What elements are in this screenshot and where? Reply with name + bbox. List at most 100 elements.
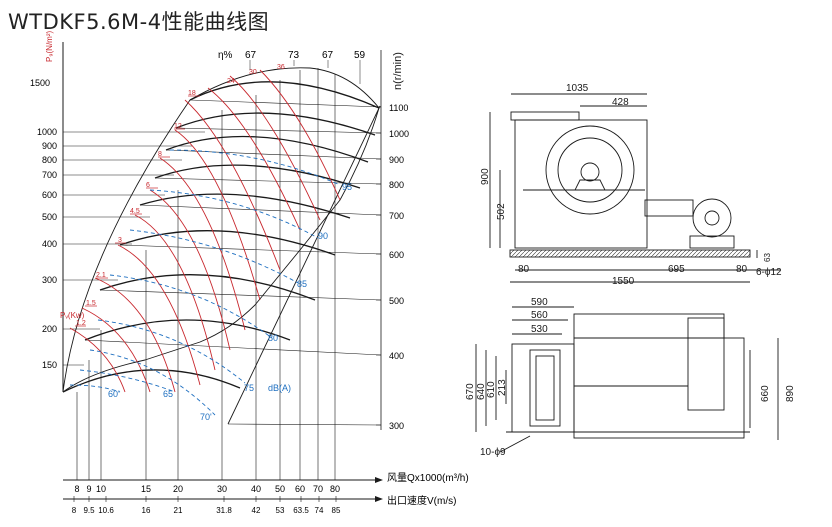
power-label: 12 <box>174 123 182 130</box>
outlet-flange <box>510 111 580 121</box>
dimension-value: 428 <box>612 97 629 108</box>
plan-view-drawing <box>475 306 779 453</box>
pressure-tick: 300 <box>42 275 57 285</box>
impeller-volute <box>545 125 635 215</box>
flow-tick: 10 <box>96 484 106 494</box>
power-curves <box>69 69 341 393</box>
efficiency-value: 73 <box>288 50 300 61</box>
speed-tick: 400 <box>389 351 404 361</box>
speed-tick: 300 <box>389 421 404 431</box>
efficiency-value: 59 <box>354 50 366 61</box>
fan-housing <box>514 119 648 249</box>
speed-tick-marks <box>376 106 381 426</box>
dimension-value: 610 <box>486 381 497 398</box>
performance-chart: P₉(N/m²) n(r/min) 1500 1000 900 800 700 … <box>30 31 469 516</box>
power-label: 6 <box>146 182 150 189</box>
elevation-dimensions: 1035 428 900 502 80 695 80 63 1550 6-ϕ12 <box>480 83 782 287</box>
flow-tick: 9 <box>86 484 91 494</box>
speed-axis-label: n(r/min) <box>392 52 404 90</box>
dimension-value: 530 <box>531 324 548 335</box>
noise-label: 70' <box>200 412 212 422</box>
motor-base <box>689 235 735 249</box>
pressure-tick: 150 <box>42 360 57 370</box>
base-frame <box>509 249 751 258</box>
power-label: 2.1 <box>96 272 106 279</box>
impeller-ring <box>557 137 623 203</box>
velocity-tick: 16 <box>142 506 151 515</box>
noise-label: 85 <box>297 279 307 289</box>
velocity-tick-marks <box>73 496 337 502</box>
pressure-gridlines <box>63 131 205 366</box>
power-label: 4.5 <box>130 208 140 215</box>
pressure-tick: 600 <box>42 190 57 200</box>
speed-tick: 1100 <box>389 103 408 113</box>
pressure-tick: 400 <box>42 239 57 249</box>
flow-tick: 70 <box>313 484 323 494</box>
pressure-tick: 500 <box>42 212 57 222</box>
dimension-value: 890 <box>785 385 796 402</box>
dimension-value: 695 <box>668 264 685 275</box>
dimension-value: 900 <box>480 168 491 185</box>
belt-guard <box>644 199 694 217</box>
power-label: 24 <box>227 78 235 85</box>
speed-rays <box>84 99 382 426</box>
flow-tick: 15 <box>141 484 151 494</box>
dimension-value: 10-ϕ9 <box>480 447 506 458</box>
side-elevation-drawing <box>489 93 780 283</box>
velocity-tick: 42 <box>252 506 261 515</box>
power-label: 3 <box>118 237 122 244</box>
efficiency-leaders <box>249 60 361 84</box>
noise-label: 65 <box>163 389 173 399</box>
dimension-value: 502 <box>496 203 507 220</box>
flow-tick: 50 <box>275 484 285 494</box>
velocity-tick: 31.8 <box>216 506 232 515</box>
flow-tick: 80 <box>330 484 340 494</box>
chart-title: WTDKF5.6M-4性能曲线图 <box>8 10 270 34</box>
velocity-tick: 74 <box>315 506 324 515</box>
power-axis-label: Pᵥ(Kw) <box>60 311 85 320</box>
dimension-value: 1550 <box>612 276 635 287</box>
shaft-hub <box>580 162 600 182</box>
dimension-value: 80 <box>736 264 748 275</box>
pressure-tick: 1000 <box>37 127 57 137</box>
motor-top <box>687 317 725 411</box>
dimension-value: 63 <box>763 253 772 262</box>
speed-tick: 800 <box>389 180 404 190</box>
flow-tick: 40 <box>251 484 261 494</box>
inlet-opening <box>535 355 555 421</box>
speed-tick: 700 <box>389 211 404 221</box>
speed-tick: 1000 <box>389 129 409 139</box>
noise-labels: 95 90 85 80 75 70' 65 60' <box>108 182 352 422</box>
noise-label: 75 <box>244 383 254 393</box>
dimension-value: 1035 <box>566 83 589 94</box>
flow-tick: 20 <box>173 484 183 494</box>
pressure-tick: 800 <box>42 155 57 165</box>
plan-dimensions: 590 560 530 670 640 610 213 660 890 10-ϕ… <box>465 297 796 458</box>
velocity-tick-labels: 8 9.5 10.6 16 21 31.8 42 53 63.5 74 85 <box>72 506 341 515</box>
power-label: 8 <box>158 151 162 158</box>
speed-tick: 600 <box>389 250 404 260</box>
efficiency-values: 67 73 67 59 <box>245 50 366 61</box>
pressure-tick: 700 <box>42 170 57 180</box>
flow-axis-label: 风量Qx1000(m³/h) <box>387 472 469 484</box>
power-label: 36 <box>277 64 285 71</box>
pressure-tick: 200 <box>42 324 57 334</box>
dimension-value: 590 <box>531 297 548 308</box>
velocity-tick: 63.5 <box>293 506 309 515</box>
power-label: 1.5 <box>86 300 96 307</box>
dimension-value: 560 <box>531 310 548 321</box>
dimension-value: 640 <box>476 383 487 400</box>
pressure-tick: 900 <box>42 141 57 151</box>
flow-tick-labels: 8 9 10 15 20 30 40 50 60 70 80 <box>74 484 340 494</box>
motor-body <box>692 198 732 238</box>
pressure-tick: 1500 <box>30 78 50 88</box>
noise-label: 95 <box>342 182 352 192</box>
pressure-tick-labels: 1500 1000 900 800 700 600 500 400 300 20… <box>30 78 57 370</box>
noise-label: 60' <box>108 389 120 399</box>
noise-curves <box>69 149 341 416</box>
velocity-tick: 53 <box>276 506 285 515</box>
speed-tick: 900 <box>389 155 404 165</box>
inlet-box <box>511 343 575 433</box>
noise-label: 80 <box>268 333 278 343</box>
